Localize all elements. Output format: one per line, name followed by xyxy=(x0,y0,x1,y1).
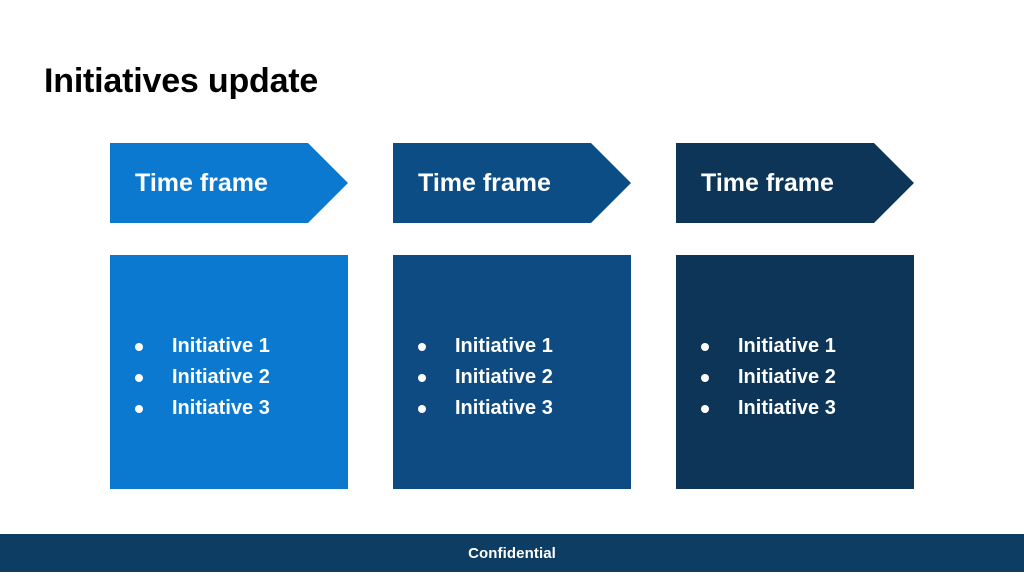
initiative-list-3: Initiative 1 Initiative 2 Initiative 3 xyxy=(676,331,914,424)
list-item-label: Initiative 2 xyxy=(738,366,836,388)
list-item-label: Initiative 1 xyxy=(738,335,836,357)
bullet-dot-icon xyxy=(418,404,426,413)
initiative-column-1: Time frame Initiative 1 Initiative 2 Ini… xyxy=(110,143,394,489)
bullet-dot-icon xyxy=(135,373,143,382)
bullet-dot-icon xyxy=(701,404,709,413)
page-title: Initiatives update xyxy=(44,62,319,100)
initiative-panel-1: Initiative 1 Initiative 2 Initiative 3 xyxy=(110,255,348,489)
footer-bar: Confidential xyxy=(0,534,1024,572)
confidential-label: Confidential xyxy=(468,544,556,562)
list-item-label: Initiative 2 xyxy=(172,366,270,388)
bullet-dot-icon xyxy=(135,404,143,413)
list-item: Initiative 3 xyxy=(110,393,348,424)
time-frame-label-2: Time frame xyxy=(418,168,551,197)
initiative-column-2: Time frame Initiative 1 Initiative 2 Ini… xyxy=(393,143,677,489)
list-item: Initiative 2 xyxy=(110,362,348,393)
time-frame-chevron-2[interactable]: Time frame xyxy=(393,143,631,223)
time-frame-chevron-1[interactable]: Time frame xyxy=(110,143,348,223)
bullet-dot-icon xyxy=(701,342,709,351)
initiative-column-3: Time frame Initiative 1 Initiative 2 Ini… xyxy=(676,143,960,489)
list-item-label: Initiative 1 xyxy=(172,335,270,357)
list-item: Initiative 1 xyxy=(393,331,631,362)
initiative-panel-3: Initiative 1 Initiative 2 Initiative 3 xyxy=(676,255,914,489)
time-frame-label-3: Time frame xyxy=(701,168,834,197)
time-frame-label-1: Time frame xyxy=(135,168,268,197)
initiative-panel-2: Initiative 1 Initiative 2 Initiative 3 xyxy=(393,255,631,489)
list-item-label: Initiative 3 xyxy=(738,397,836,419)
time-frame-chevron-3[interactable]: Time frame xyxy=(676,143,914,223)
list-item-label: Initiative 3 xyxy=(172,397,270,419)
list-item: Initiative 2 xyxy=(676,362,914,393)
list-item-label: Initiative 2 xyxy=(455,366,553,388)
initiatives-columns: Time frame Initiative 1 Initiative 2 Ini… xyxy=(0,143,1024,489)
list-item-label: Initiative 3 xyxy=(455,397,553,419)
list-item: Initiative 2 xyxy=(393,362,631,393)
bullet-dot-icon xyxy=(418,342,426,351)
bullet-dot-icon xyxy=(701,373,709,382)
list-item: Initiative 1 xyxy=(676,331,914,362)
initiative-list-2: Initiative 1 Initiative 2 Initiative 3 xyxy=(393,331,631,424)
bullet-dot-icon xyxy=(418,373,426,382)
bullet-dot-icon xyxy=(135,342,143,351)
list-item-label: Initiative 1 xyxy=(455,335,553,357)
chevron-arrow-icon-2 xyxy=(393,143,631,223)
list-item: Initiative 3 xyxy=(676,393,914,424)
chevron-arrow-icon-3 xyxy=(676,143,914,223)
initiative-list-1: Initiative 1 Initiative 2 Initiative 3 xyxy=(110,331,348,424)
chevron-arrow-icon-1 xyxy=(110,143,348,223)
list-item: Initiative 1 xyxy=(110,331,348,362)
list-item: Initiative 3 xyxy=(393,393,631,424)
